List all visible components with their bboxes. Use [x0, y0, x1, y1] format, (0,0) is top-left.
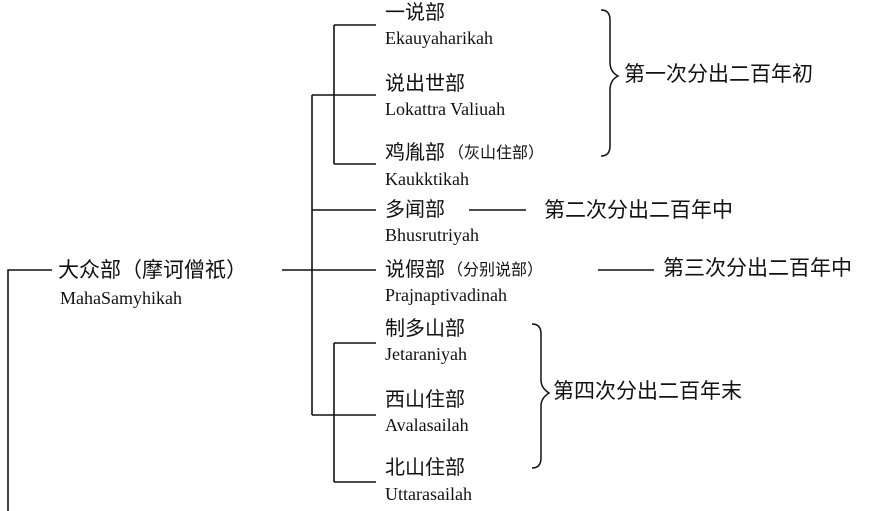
- root-trunk-line: [7, 269, 52, 511]
- school-caitika-zh: 制多山部: [385, 316, 465, 340]
- school-kukkutika-zh: 鸡胤部: [385, 140, 445, 164]
- school-bahusrutiya-en: Bhusrutriyah: [385, 225, 479, 245]
- school-caitika-en: Jetaraniyah: [385, 344, 467, 364]
- school-lokottaravada-zh: 说出世部: [385, 71, 465, 95]
- school-prajnaptivada-alias: （分别说部）: [447, 260, 544, 279]
- school-uttarasaila-en: Uttarasailah: [385, 484, 472, 504]
- group2-label: 第二次分出二百年中: [544, 198, 733, 222]
- school-aparasaila-en: Avalasailah: [385, 415, 469, 435]
- school-bahusrutiya-zh: 多闻部: [385, 197, 445, 221]
- root-name-zh: 大众部: [58, 258, 121, 282]
- school-aparasaila-zh: 西山住部: [385, 387, 465, 411]
- school-ekavyavaharika-zh: 一说部: [385, 0, 445, 24]
- root-alias-zh: （摩诃僧祇）: [121, 258, 247, 282]
- school-kukkutika-en: Kaukktikah: [385, 169, 469, 189]
- school-uttarasaila-zh: 北山住部: [385, 455, 465, 479]
- school-lokottaravada-en: Lokattra Valiuah: [385, 99, 506, 119]
- school-prajnaptivada-zh: 说假部: [385, 257, 445, 281]
- group1-label: 第一次分出二百年初: [624, 62, 813, 86]
- group4-label: 第四次分出二百年末: [553, 379, 742, 403]
- school-prajnaptivada-en: Prajnaptivadinah: [385, 285, 507, 305]
- school-ekavyavaharika-en: Ekauyaharikah: [385, 28, 493, 48]
- school-kukkutika-alias: （灰山住部）: [448, 143, 545, 162]
- root-name-en: MahaSamyhikah: [60, 288, 182, 308]
- group4-brace: [531, 323, 551, 469]
- group1-brace: [600, 9, 620, 157]
- group3-label: 第三次分出二百年中: [663, 256, 852, 280]
